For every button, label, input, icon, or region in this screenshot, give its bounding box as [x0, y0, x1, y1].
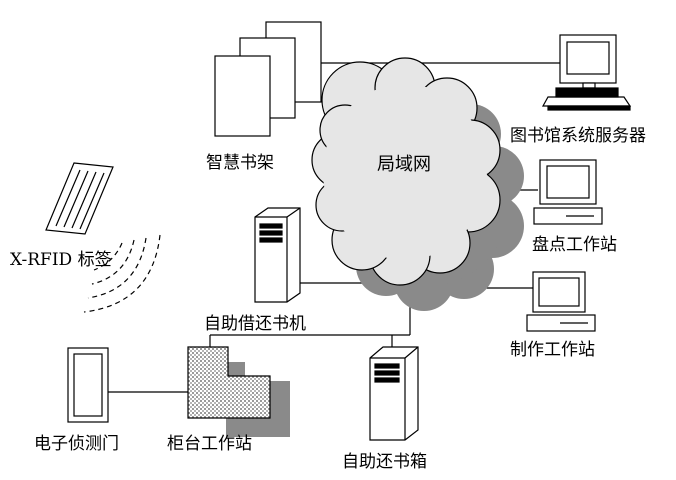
cloud-fill [323, 84, 487, 260]
lan-cloud: 局域网 [311, 57, 524, 311]
label-self-checkout-machine: 自助借还书机 [204, 314, 306, 334]
self-checkout-tower-icon [254, 207, 301, 303]
return-box-tower-icon [369, 346, 419, 441]
production-workstation-icon [526, 271, 596, 332]
label-smart-shelf: 智慧书架 [206, 153, 274, 173]
label-counter-station: 柜台工作站 [167, 434, 252, 454]
label-production-station: 制作工作站 [510, 340, 595, 360]
label-inventory-station: 盘点工作站 [532, 235, 617, 255]
server-computer-icon [541, 34, 632, 111]
label-return-box: 自助还书箱 [342, 452, 427, 472]
label-security-gate: 电子侦测门 [34, 434, 119, 454]
rfid-tag-icon [45, 162, 114, 235]
cloud-label: 局域网 [377, 154, 431, 175]
inventory-workstation-icon [533, 159, 603, 225]
counter-station-icon [187, 346, 290, 437]
smart-shelf-icon [214, 21, 322, 137]
security-gate-icon [67, 347, 109, 423]
label-library-server: 图书馆系统服务器 [510, 126, 646, 146]
rfid-signal-waves [83, 234, 161, 313]
label-rfid-tag: X-RFID 标签 [10, 250, 112, 270]
